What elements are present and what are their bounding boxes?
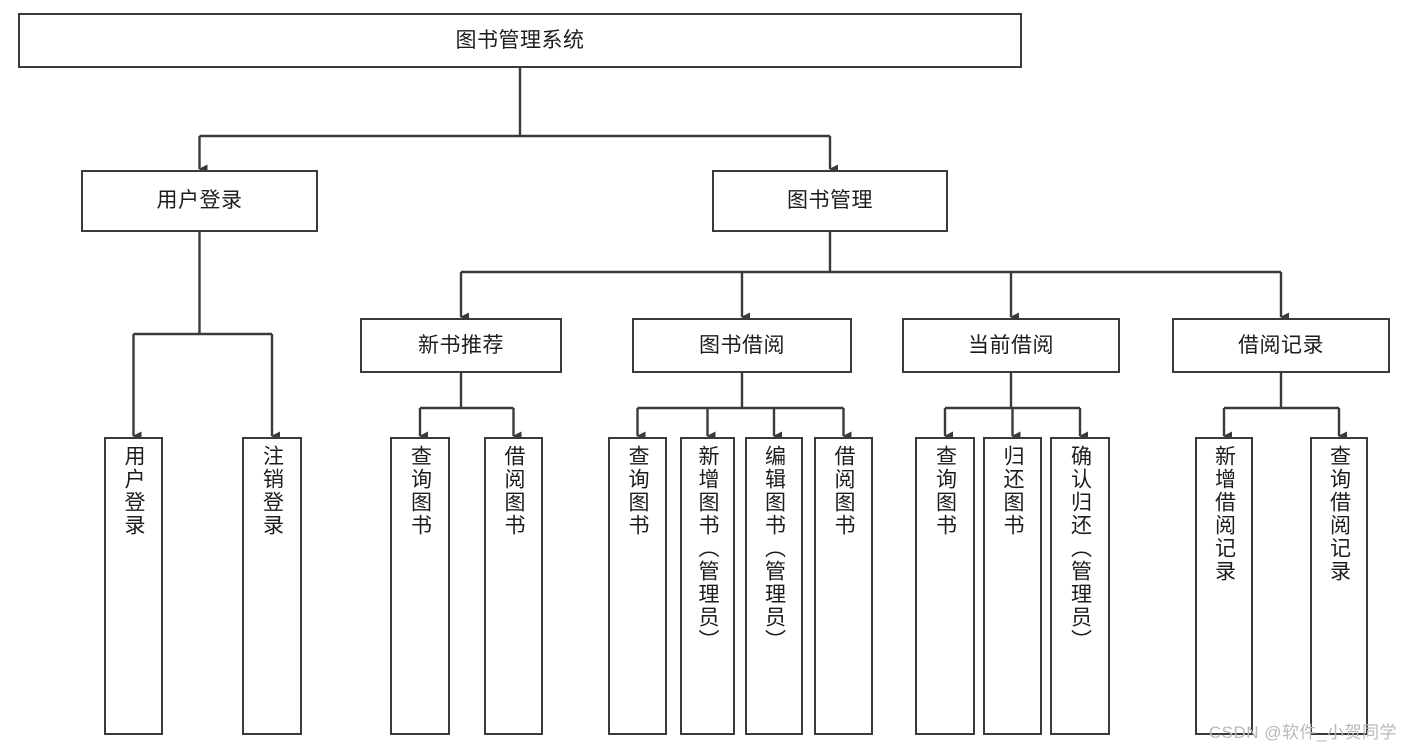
node-leaf-add-book[interactable]: 新增图书（管理员） <box>680 437 735 735</box>
node-book-borrow[interactable]: 图书借阅 <box>632 318 852 373</box>
node-root[interactable]: 图书管理系统 <box>18 13 1022 68</box>
node-book-manage[interactable]: 图书管理 <box>712 170 948 232</box>
node-label: 借阅记录 <box>1238 333 1324 357</box>
node-leaf-query-book-1[interactable]: 查询图书 <box>390 437 450 735</box>
node-label: 借阅图书 <box>502 445 526 537</box>
node-label: 新增图书（管理员） <box>696 445 720 652</box>
node-label: 查询图书 <box>408 445 432 537</box>
node-label: 当前借阅 <box>968 333 1054 357</box>
node-label: 新书推荐 <box>418 333 504 357</box>
node-label: 图书管理 <box>787 189 873 213</box>
edges-group <box>132 68 1347 441</box>
node-label: 查询借阅记录 <box>1327 445 1351 583</box>
node-label: 用户登录 <box>156 189 243 213</box>
node-label: 编辑图书（管理员） <box>762 445 786 652</box>
node-leaf-borrow-book-1[interactable]: 借阅图书 <box>484 437 543 735</box>
node-leaf-query-record[interactable]: 查询借阅记录 <box>1310 437 1368 735</box>
node-leaf-add-record[interactable]: 新增借阅记录 <box>1195 437 1253 735</box>
node-leaf-logout[interactable]: 注销登录 <box>242 437 302 735</box>
node-label: 查询图书 <box>933 445 957 537</box>
node-label: 图书管理系统 <box>455 28 585 52</box>
node-leaf-return-book[interactable]: 归还图书 <box>983 437 1042 735</box>
node-new-book-rec[interactable]: 新书推荐 <box>360 318 562 373</box>
node-label: 图书借阅 <box>699 333 785 357</box>
node-user-login[interactable]: 用户登录 <box>81 170 318 232</box>
node-label: 确认归还（管理员） <box>1068 445 1092 652</box>
node-label: 新增借阅记录 <box>1212 445 1236 583</box>
node-borrow-record[interactable]: 借阅记录 <box>1172 318 1390 373</box>
node-label: 借阅图书 <box>832 445 856 537</box>
node-leaf-borrow-book-2[interactable]: 借阅图书 <box>814 437 873 735</box>
node-leaf-edit-book[interactable]: 编辑图书（管理员） <box>745 437 803 735</box>
node-leaf-query-book-2[interactable]: 查询图书 <box>608 437 667 735</box>
node-label: 归还图书 <box>1001 445 1025 537</box>
node-label: 注销登录 <box>260 445 284 537</box>
node-label: 用户登录 <box>122 445 146 537</box>
node-label: 查询图书 <box>626 445 650 537</box>
node-leaf-user-login[interactable]: 用户登录 <box>104 437 163 735</box>
node-leaf-confirm-ret[interactable]: 确认归还（管理员） <box>1050 437 1110 735</box>
node-current-borrow[interactable]: 当前借阅 <box>902 318 1120 373</box>
node-leaf-query-book-3[interactable]: 查询图书 <box>915 437 975 735</box>
